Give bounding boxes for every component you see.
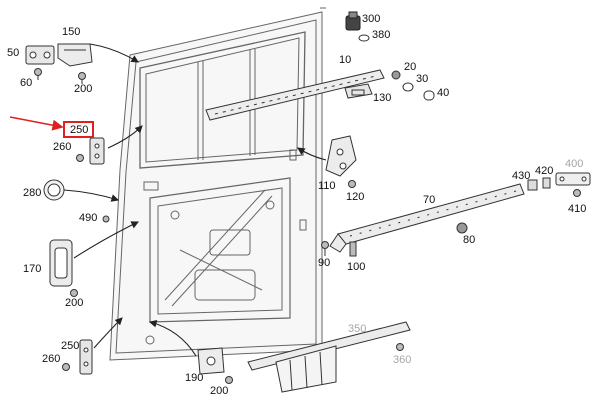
callout-280[interactable]: 280	[23, 187, 42, 199]
screw-410	[573, 189, 581, 197]
screw-60	[34, 68, 42, 80]
callout-200c[interactable]: 200	[210, 385, 229, 397]
cap-420	[542, 177, 551, 189]
callout-400[interactable]: 400	[565, 158, 584, 170]
grommet-280	[43, 179, 65, 201]
screw-360	[396, 343, 404, 351]
highlight-box-250	[63, 121, 94, 138]
striker-250a	[89, 137, 105, 165]
screw-260a	[76, 154, 84, 162]
callout-420[interactable]: 420	[535, 165, 554, 177]
callout-410[interactable]: 410	[568, 203, 587, 215]
sliding-door-shell	[109, 7, 326, 361]
screw-200a	[78, 72, 86, 84]
screw-260b	[62, 363, 70, 371]
door-lock-50	[25, 45, 55, 65]
callout-490[interactable]: 490	[79, 212, 98, 224]
cap-380	[358, 34, 370, 42]
clip-490	[102, 215, 110, 223]
callout-430[interactable]: 430	[512, 170, 531, 182]
lock-170	[49, 239, 73, 287]
callout-100[interactable]: 100	[347, 261, 366, 273]
screw-120	[348, 180, 356, 188]
guide-rail-70	[329, 183, 525, 253]
leader-lines	[63, 43, 327, 357]
bushing-30	[402, 82, 414, 92]
callout-260b[interactable]: 260	[42, 353, 61, 365]
callout-110[interactable]: 110	[318, 180, 336, 192]
callout-20[interactable]: 20	[404, 61, 417, 73]
handle-150	[57, 43, 93, 67]
callout-360[interactable]: 360	[393, 354, 412, 366]
callout-90[interactable]: 90	[318, 257, 331, 269]
callout-80[interactable]: 80	[463, 234, 476, 246]
screw-200b	[70, 289, 78, 297]
cap-430	[527, 179, 538, 191]
nut-80	[456, 222, 468, 234]
callout-150[interactable]: 150	[62, 26, 81, 38]
highlight-pointer-arrow	[9, 116, 64, 131]
bolt-90	[321, 241, 329, 256]
callout-200b[interactable]: 200	[65, 297, 84, 309]
callout-170[interactable]: 170	[23, 263, 42, 275]
cover-400	[555, 172, 591, 186]
callout-60[interactable]: 60	[20, 77, 33, 89]
callout-10[interactable]: 10	[339, 54, 352, 66]
screw-200c	[225, 376, 233, 384]
bolt-100	[349, 241, 357, 257]
callout-70[interactable]: 70	[423, 194, 436, 206]
callout-200[interactable]: 200	[74, 83, 93, 95]
guide-rail-10	[205, 69, 385, 121]
callout-250b[interactable]: 250	[61, 340, 80, 352]
callout-260[interactable]: 260	[53, 141, 72, 153]
callout-250[interactable]: 250	[70, 124, 89, 136]
callout-40[interactable]: 40	[437, 87, 450, 99]
nut-20	[391, 70, 401, 80]
lower-rail-350	[247, 321, 411, 393]
roller-300	[345, 11, 361, 31]
hinge-110	[325, 135, 357, 177]
callout-130[interactable]: 130	[373, 92, 392, 104]
callout-50[interactable]: 50	[7, 47, 20, 59]
callout-300[interactable]: 300	[362, 13, 381, 25]
striker-250b	[79, 339, 93, 375]
callout-190[interactable]: 190	[185, 372, 204, 384]
bracket-130	[344, 83, 373, 99]
callout-120[interactable]: 120	[346, 191, 365, 203]
callout-30[interactable]: 30	[416, 73, 429, 85]
callout-350[interactable]: 350	[348, 323, 367, 335]
callout-380[interactable]: 380	[372, 29, 391, 41]
roller-190	[197, 347, 225, 375]
cap-40	[423, 90, 435, 101]
